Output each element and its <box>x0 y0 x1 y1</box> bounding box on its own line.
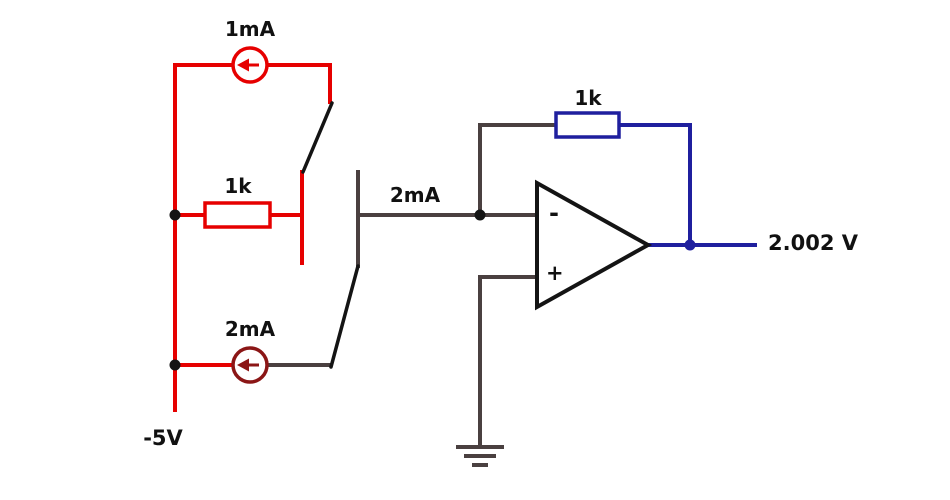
junction-dot <box>169 359 181 371</box>
opamp-triangle <box>535 179 653 311</box>
label-top-current-source: 1mA <box>224 17 276 41</box>
resistor-1k-feedback <box>554 111 621 139</box>
arrow-head <box>237 58 249 72</box>
opamp-noninverting-sign: + <box>546 261 564 285</box>
label-feedback-resistor: 1k <box>574 86 602 110</box>
label-output-voltage: 2.002 V <box>768 231 858 255</box>
label-summed-current: 2mA <box>389 183 441 207</box>
top-switch-blade[interactable] <box>301 101 334 174</box>
output-junction-dot <box>684 239 696 251</box>
current-arrow-icon <box>237 358 259 372</box>
label-negative-supply: -5V <box>143 426 183 450</box>
ground-icon <box>456 445 504 467</box>
label-input-resistor: 1k <box>224 174 252 198</box>
current-arrow-icon <box>237 58 259 72</box>
resistor-1k-input <box>203 201 272 229</box>
junction-dot <box>169 209 181 221</box>
label-bottom-current-source: 2mA <box>224 317 276 341</box>
opamp-inverting-sign: - <box>549 199 559 227</box>
bottom-switch-blade[interactable] <box>329 264 360 369</box>
junction-dot <box>474 209 486 221</box>
arrow-head <box>237 358 249 372</box>
